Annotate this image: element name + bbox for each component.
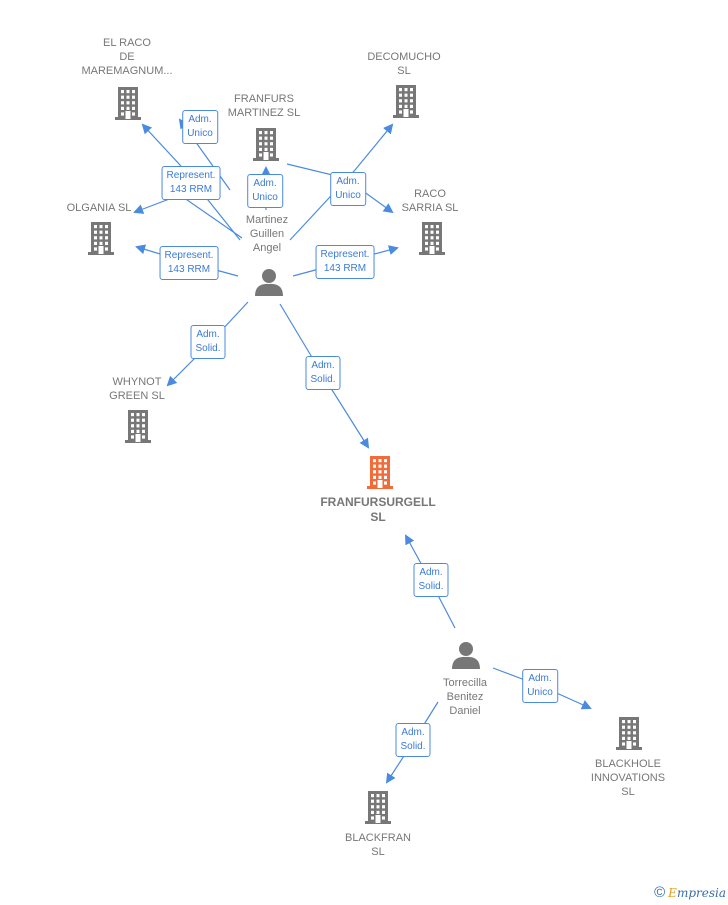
node-label-line: Daniel [449,705,481,717]
node-label-franfurs-martinez: FRANFURS MARTINEZ SL [228,92,301,120]
node-label-line: Martinez [245,214,289,226]
edge-label-line: Adm. [336,176,360,187]
node-label-line: DE [119,51,135,63]
node-label-decomucho: DECOMUCHO SL [367,50,440,78]
node-label-line: WHYNOT [112,376,162,388]
edge-label-line: Unico [187,128,213,139]
edge-label-line: 143 RRM [323,263,367,274]
edge-label-line: Adm. [528,673,552,684]
node-label-whynot: WHYNOT GREEN SL [109,375,165,403]
node-label-line: SL [397,65,411,77]
edge-label: Adm. Solid. [395,723,431,757]
edge-label: Adm. Solid. [305,356,341,390]
node-label-line: FRANFURSURGELL [320,495,436,509]
edge-label: Adm. Unico [330,172,366,206]
building-icon[interactable] [367,456,393,489]
node-label-line: BLACKFRAN [344,832,412,844]
building-icon[interactable] [88,222,114,255]
node-label-line: MARTINEZ SL [227,107,301,119]
edge-label: Represent. 143 RRM [161,166,221,200]
edge-label-line: Adm. [311,360,335,371]
person-icon[interactable] [255,269,283,296]
edge-label-line: Represent. [164,250,214,261]
node-label-line: Benitez [446,691,484,703]
edge-label: Represent. 143 RRM [159,246,219,280]
edge-label-line: Solid. [195,343,221,354]
node-label-line: SL [371,846,385,858]
node-label-line: RACO [414,188,446,200]
edge-line [133,194,243,239]
node-label-line: INNOVATIONS [590,772,666,784]
brand-name: mpresia [676,886,726,900]
building-icon[interactable] [419,222,445,255]
edge-label-line: Adm. [419,567,443,578]
edge-label-line: Solid. [310,374,336,385]
building-icon[interactable] [393,85,419,118]
edge-label: Adm. Unico [182,110,218,144]
brand-logo: ©Empresia [654,884,726,901]
node-label-line: Torrecilla [442,677,488,689]
node-label-line: GREEN SL [109,390,165,402]
edge-label-line: Adm. [196,329,220,340]
node-label-blackhole: BLACKHOLE INNOVATIONS SL [591,757,665,799]
edge-label-line: Unico [527,687,553,698]
node-label-line: SARRIA SL [401,202,459,214]
building-icon[interactable] [125,410,151,443]
node-label-line: MAREMAGNUM... [81,65,173,77]
edge-label-line: Represent. [320,249,370,260]
building-icon[interactable] [115,87,141,120]
node-label-line: Angel [252,242,282,254]
edge-label-line: Adm. [188,114,212,125]
node-label-blackfran: BLACKFRAN SL [345,831,411,859]
edge-label-line: 143 RRM [167,264,211,275]
person-icon[interactable] [452,642,480,669]
building-icon[interactable] [616,717,642,750]
node-label-line: EL RACO [103,37,151,49]
edge-label-line: Solid. [400,741,426,752]
edge-label-line: Represent. [166,170,216,181]
edge-label-line: 143 RRM [169,184,213,195]
edge-line [289,123,394,241]
edge-label: Adm. Solid. [190,325,226,359]
edge-line [141,123,241,241]
node-label-olgania: OLGANIA SL [67,201,132,215]
edge-label: Adm. Solid. [413,563,449,597]
building-icon[interactable] [365,791,391,824]
node-label-elraco: EL RACO DE MAREMAGNUM... [81,36,172,78]
building-icon[interactable] [253,128,279,161]
copyright-symbol: © [654,884,666,901]
edge-label-line: Unico [335,190,361,201]
node-label-line: Guillen [249,228,285,240]
edge-label-line: Adm. [401,727,425,738]
edge-label: Adm. Unico [247,174,283,208]
edge-label: Represent. 143 RRM [315,245,375,279]
node-label-line: FRANFURS [234,93,294,105]
edge-label-line: Unico [252,192,278,203]
node-label-line: SL [370,510,386,524]
edge-label-line: Adm. [253,178,277,189]
node-label-line: BLACKHOLE [594,758,662,770]
brand-initial: E [668,886,677,900]
node-label-raco-sarria: RACO SARRIA SL [402,187,459,215]
node-label-line: DECOMUCHO [367,51,441,63]
node-label-line: OLGANIA SL [66,202,132,214]
edge-label: Adm. Unico [522,669,558,703]
edge-label-line: Solid. [418,581,444,592]
node-label-line: SL [621,786,635,798]
